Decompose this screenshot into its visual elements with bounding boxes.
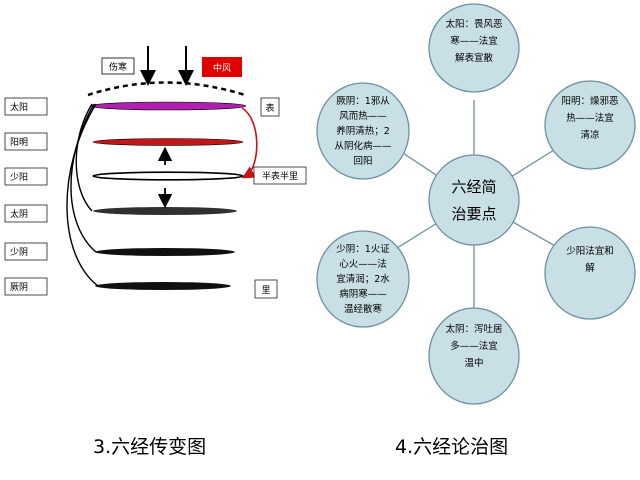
- disc-jueyin: [95, 282, 231, 290]
- level-label-taiyin: 太阴: [10, 208, 28, 220]
- treatment-diagram: 六经简 治要点 太阳：畏风恶 寒——法宜 解表宣散 阳明：燥邪恶 热——法宜 清…: [316, 3, 636, 405]
- node-shaoyin-line-4: 病阴寒——: [339, 288, 387, 300]
- right-label-banbiaobanli: 半表半里: [262, 170, 298, 182]
- node-taiyang: [428, 3, 520, 93]
- node-jueyin-line-5: 回阳: [353, 156, 372, 167]
- right-caption: 4.六经论治图: [395, 436, 508, 458]
- disc-shaoyang: [92, 171, 244, 181]
- node-shaoyin: [316, 230, 410, 328]
- node-taiyin-line-3: 温中: [464, 357, 483, 369]
- biao-box: [260, 97, 280, 117]
- curve-taiyang-shaoyin: [70, 103, 97, 253]
- left-caption: 3.六经传变图: [93, 436, 206, 458]
- node-jueyin-line-4: 从阴化病——: [334, 140, 392, 152]
- node-taiyin-line-1: 太阴：泻吐居: [445, 323, 502, 335]
- right-label-li: 里: [261, 285, 270, 296]
- node-jueyin: [316, 82, 410, 180]
- li-box: [254, 279, 278, 299]
- node-taiyang-line-2: 寒——法宜: [450, 35, 498, 47]
- disc-yangming: [92, 138, 244, 146]
- node-shaoyin-line-1: 少阴：1火证: [336, 244, 390, 255]
- level-label-yangming: 阳明: [10, 137, 28, 148]
- node-yangming: [544, 80, 636, 170]
- zhongfeng-box: [202, 57, 242, 77]
- node-shaoyang-line-2: 解: [585, 262, 595, 274]
- center-line-1: 六经简: [451, 178, 496, 196]
- level-labels: 太阳 阳明 少阳 太阴 少阴 厥阴: [4, 97, 48, 296]
- transmission-diagram: 伤寒 中风 太阳 阳明 少阳 太阴 少阴 厥阴: [4, 46, 307, 299]
- node-taiyang-line-1: 太阳：畏风恶: [445, 18, 502, 30]
- node-shaoyin-line-2: 心火——法: [339, 258, 387, 270]
- level-label-shaoyang: 少阳: [10, 172, 28, 183]
- node-shaoyin-line-3: 宜清润；2水: [336, 273, 390, 285]
- curve-taiyang-taiyin: [75, 103, 93, 212]
- node-taiyang-line-3: 解表宣散: [455, 52, 494, 64]
- disc-taiyang: [89, 101, 247, 111]
- node-taiyin: [428, 307, 520, 405]
- level-label-jueyin: 厥阴: [10, 282, 28, 293]
- node-jueyin-line-1: 厥阴：1邪从: [336, 96, 390, 107]
- zhongfeng-label: 中风: [213, 62, 231, 74]
- banbiaobanli-box: [253, 166, 307, 185]
- node-shaoyang: [544, 226, 636, 320]
- node-taiyin-line-2: 多——法宜: [450, 340, 498, 352]
- shanghan-label: 伤寒: [109, 61, 127, 73]
- node-yangming-line-3: 清凉: [580, 129, 599, 141]
- node-shaoyin-line-5: 温经散寒: [344, 303, 383, 315]
- curve-red-taiyang-shaoyang: [241, 107, 258, 179]
- node-yangming-line-2: 热——法宜: [566, 112, 614, 124]
- node-jueyin-line-2: 风而热——: [339, 110, 387, 122]
- surface-dashed-arc: [87, 81, 246, 97]
- curve-taiyang-jueyin: [66, 103, 99, 287]
- disc-taiyin: [93, 207, 237, 215]
- center-line-2: 治要点: [451, 205, 496, 223]
- level-label-shaoyin: 少阴: [10, 247, 28, 258]
- node-yangming-line-1: 阳明：燥邪恶: [561, 96, 618, 107]
- level-label-taiyang: 太阳: [10, 101, 28, 113]
- node-shaoyang-line-1: 少阳法宜和: [566, 245, 614, 257]
- center-node: [428, 154, 520, 246]
- disc-shaoyin: [95, 248, 235, 256]
- shanghan-box: [101, 57, 135, 75]
- right-label-biao: 表: [265, 102, 274, 114]
- node-jueyin-line-3: 养阴清热；2: [336, 125, 390, 137]
